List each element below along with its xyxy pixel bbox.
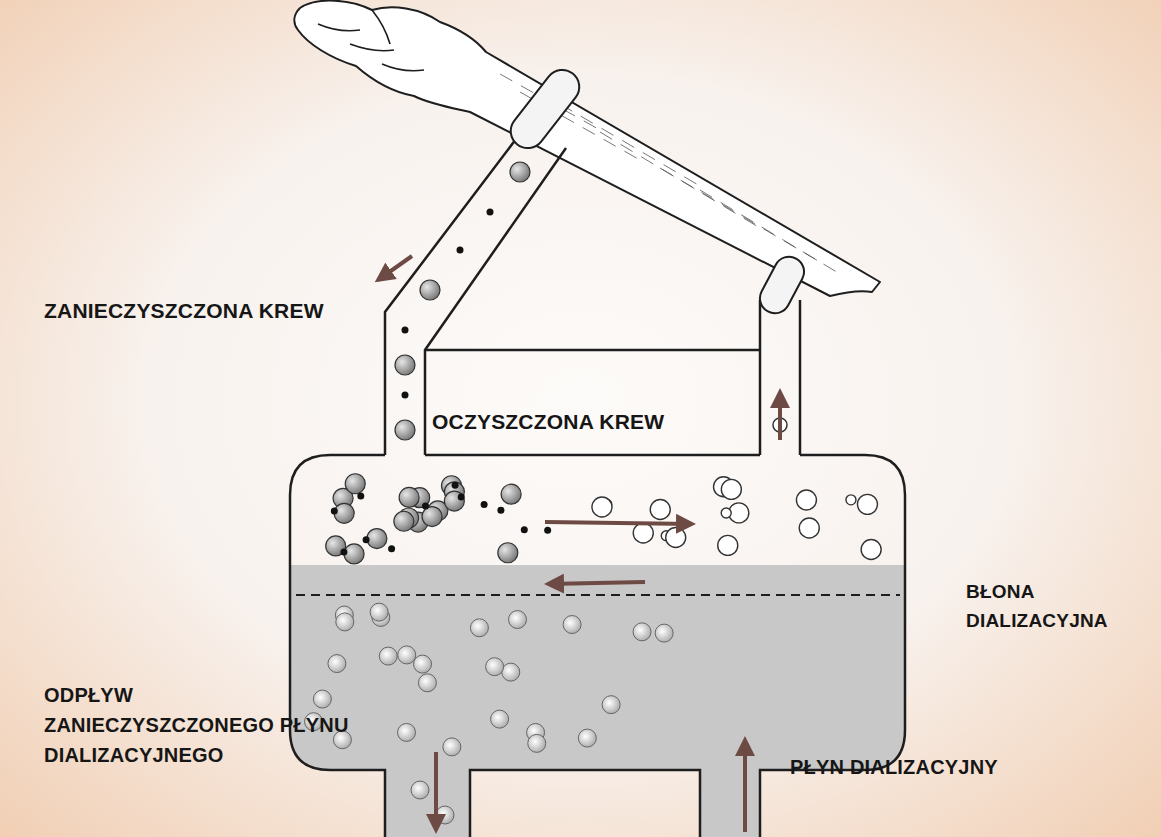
particle xyxy=(399,487,419,507)
particle xyxy=(457,247,464,254)
particle xyxy=(370,603,388,621)
particle xyxy=(443,738,461,756)
particle xyxy=(395,420,415,440)
particle xyxy=(394,511,414,531)
particle xyxy=(502,663,520,681)
particle xyxy=(331,507,338,514)
particle xyxy=(420,280,440,300)
particle xyxy=(411,781,429,799)
particle xyxy=(508,611,526,629)
particle xyxy=(418,674,436,692)
particle xyxy=(367,529,387,549)
particle xyxy=(846,495,856,505)
particle xyxy=(486,658,504,676)
dialyser-housing xyxy=(290,455,905,837)
particle xyxy=(398,723,416,741)
blood-label: OCZYSZCZONA KREW xyxy=(432,406,664,438)
flow-arrows xyxy=(378,256,780,832)
particle xyxy=(510,162,530,182)
particle xyxy=(592,497,612,517)
dialysis-membrane xyxy=(296,594,900,596)
blood-tubes xyxy=(385,118,800,455)
particle xyxy=(501,484,521,504)
particle xyxy=(363,536,370,543)
particle xyxy=(521,526,528,533)
particle xyxy=(633,523,653,543)
inflow-label: PŁYN DIALIZACYJNY xyxy=(790,752,998,782)
particle xyxy=(345,474,365,494)
particle xyxy=(528,734,546,752)
particle xyxy=(328,655,346,673)
particle xyxy=(487,209,494,216)
particle xyxy=(721,479,741,499)
particle xyxy=(578,729,596,747)
particle xyxy=(470,619,488,637)
particle xyxy=(395,355,415,375)
membrane-label: BŁONA DIALIZACYJNA xyxy=(966,578,1156,635)
particle xyxy=(452,482,459,489)
particle xyxy=(444,491,464,511)
particle xyxy=(414,655,432,673)
particle xyxy=(718,535,738,555)
particle xyxy=(379,647,397,665)
particle xyxy=(666,527,686,547)
particle xyxy=(796,490,816,510)
particle xyxy=(436,806,454,824)
particle xyxy=(602,696,620,714)
particle xyxy=(481,501,488,508)
dialysate-region xyxy=(291,565,904,837)
particle xyxy=(721,508,731,518)
particle xyxy=(313,690,331,708)
needle xyxy=(504,63,809,318)
particle xyxy=(655,624,673,642)
particle xyxy=(563,616,581,634)
particle xyxy=(857,494,877,514)
particle xyxy=(650,500,670,520)
particle xyxy=(336,613,354,631)
particle xyxy=(422,507,442,527)
particle xyxy=(799,518,819,538)
particle xyxy=(388,545,395,552)
particle xyxy=(422,503,429,510)
particle xyxy=(402,327,409,334)
particle xyxy=(633,623,651,641)
outflow-label: ODPŁYW ZANIECZYSZCZONEGO PŁYNU DIALIZACY… xyxy=(44,680,356,770)
arm xyxy=(294,1,880,296)
particles xyxy=(305,162,882,824)
particle xyxy=(340,549,347,556)
particle xyxy=(491,710,509,728)
blood-label: ZANIECZYSZCZONA KREW xyxy=(44,295,324,327)
particle xyxy=(458,493,465,500)
particle xyxy=(498,543,518,563)
particle xyxy=(544,527,551,534)
particle xyxy=(497,507,504,514)
particle xyxy=(861,540,881,560)
particle xyxy=(402,392,409,399)
particle xyxy=(357,492,364,499)
particle xyxy=(344,544,364,564)
particle xyxy=(398,646,416,664)
particle xyxy=(334,503,354,523)
